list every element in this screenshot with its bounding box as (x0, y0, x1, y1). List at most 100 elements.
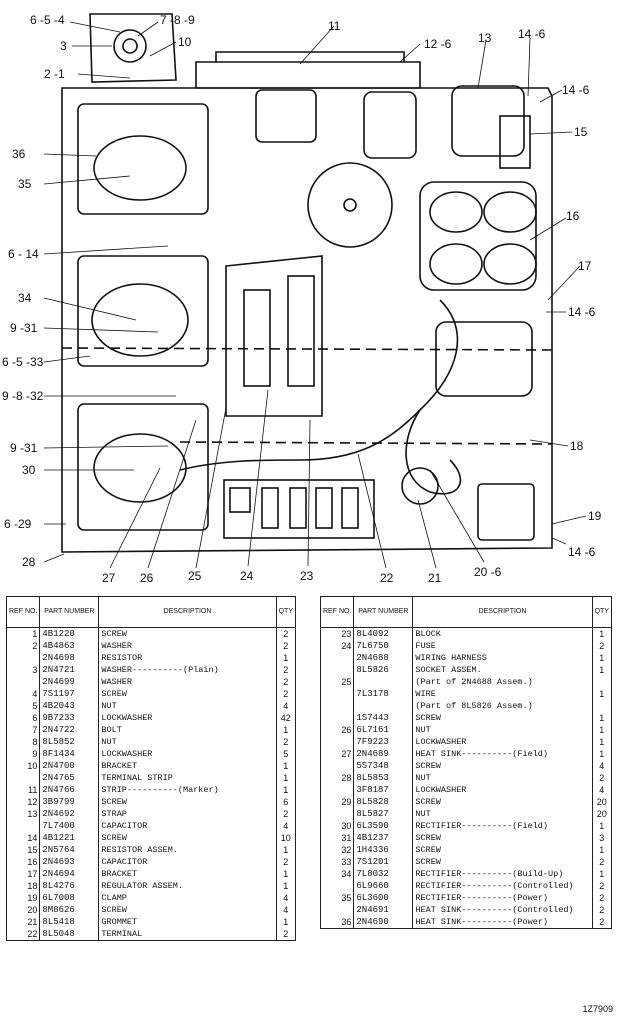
part-number-cell: 8L5828 (353, 796, 414, 808)
description-cell: RECTIFIER----------(Field) (412, 820, 593, 832)
regulator-assem (435, 321, 533, 397)
ref-cell: 33 (319, 856, 355, 868)
main-panel (61, 87, 553, 553)
ref-cell: 1 (5, 627, 41, 640)
ref-cell: 8 (5, 736, 41, 748)
exploded-view-diagram (43, 13, 587, 569)
callout-label: 20 -6 (474, 565, 502, 579)
qty-cell: 1 (591, 652, 613, 664)
description-cell: STRAP (98, 808, 277, 820)
part-number-cell: 2N4693 (39, 856, 100, 868)
ref-cell: 35 (319, 892, 355, 904)
ref-cell: 5 (5, 700, 41, 712)
ref-cell (319, 688, 355, 700)
ref-cell: 3 (5, 664, 41, 676)
part-number-cell: 4B2043 (39, 700, 100, 712)
capacitor-top-3 (451, 85, 525, 157)
description-cell: NUT (98, 736, 277, 748)
description-cell: SCREW (98, 796, 277, 808)
ref-cell: 13 (5, 808, 41, 820)
heat-sink-controlled (77, 255, 209, 367)
description-cell: RECTIFIER----------(Controlled) (412, 880, 593, 892)
bolt (113, 29, 147, 63)
qty-cell: 3 (591, 832, 613, 844)
callout-label: 14 -6 (562, 83, 590, 97)
drawing-number: 1Z7909 (582, 1004, 613, 1014)
ref-cell: 31 (319, 832, 355, 844)
qty-cell: 1 (275, 772, 297, 784)
qty-cell: 2 (591, 880, 613, 892)
part-number-cell: 6L3600 (353, 892, 414, 904)
fuse-block (225, 255, 323, 417)
col-ref-header: REF NO. (5, 596, 41, 628)
qty-cell: 2 (275, 688, 297, 700)
qty-cell: 1 (275, 916, 297, 928)
callout-label: 11 (328, 19, 341, 33)
col-part-header: PART NUMBER (353, 596, 414, 628)
qty-cell: 1 (591, 712, 613, 724)
part-number-cell: 8L4276 (39, 880, 100, 892)
callout-label: 30 (22, 463, 36, 477)
qty-cell: 10 (275, 832, 297, 844)
capacitor-round (307, 162, 393, 248)
ref-cell: 26 (319, 724, 355, 736)
callout-label: 15 (574, 125, 588, 139)
qty-cell: 1 (275, 880, 297, 892)
qty-cell: 4 (275, 892, 297, 904)
ref-cell: 32 (319, 844, 355, 856)
part-number-cell: 7S1197 (39, 688, 100, 700)
part-number-cell: 8L5852 (39, 736, 100, 748)
qty-cell: 2 (591, 904, 613, 916)
qty-cell: 2 (275, 736, 297, 748)
heat-sink-power (77, 103, 209, 215)
col-qty-header: QTY (275, 596, 297, 628)
ref-cell: 27 (319, 748, 355, 760)
terminal-block (223, 479, 375, 539)
callout-label: 14 -6 (568, 305, 596, 319)
part-number-cell: 2N4690 (353, 916, 414, 929)
qty-cell: 1 (275, 652, 297, 664)
table-row: 25(Part of 2N4688 Assem.) (319, 676, 613, 688)
part-number-cell: 8M8626 (39, 904, 100, 916)
callout-label: 7 -8 -9 (160, 13, 195, 27)
fuse-2 (287, 275, 315, 387)
part-number-cell: 2N4694 (39, 868, 100, 880)
description-cell: BLOCK (412, 627, 593, 640)
col-qty-header: QTY (591, 596, 613, 628)
part-number-cell: 3B9799 (39, 796, 100, 808)
qty-cell: 2 (275, 664, 297, 676)
callout-label: 3 (60, 39, 67, 53)
qty-cell (591, 700, 613, 712)
part-number-cell: 9B7233 (39, 712, 100, 724)
qty-cell: 1 (591, 748, 613, 760)
ref-cell: 4 (5, 688, 41, 700)
qty-cell: 2 (591, 640, 613, 652)
qty-cell: 4 (591, 760, 613, 772)
part-number-cell: 2N4722 (39, 724, 100, 736)
callout-label: 21 (428, 571, 442, 585)
ref-cell: 10 (5, 760, 41, 772)
callout-label: 6 -5 -4 (30, 13, 65, 27)
ref-cell: 20 (5, 904, 41, 916)
part-number-cell: 2N4721 (39, 664, 100, 676)
capacitor-top-1 (255, 89, 317, 143)
description-cell: LOCKWASHER (412, 784, 593, 796)
callout-label: 17 (578, 259, 592, 273)
ref-cell (319, 784, 355, 796)
